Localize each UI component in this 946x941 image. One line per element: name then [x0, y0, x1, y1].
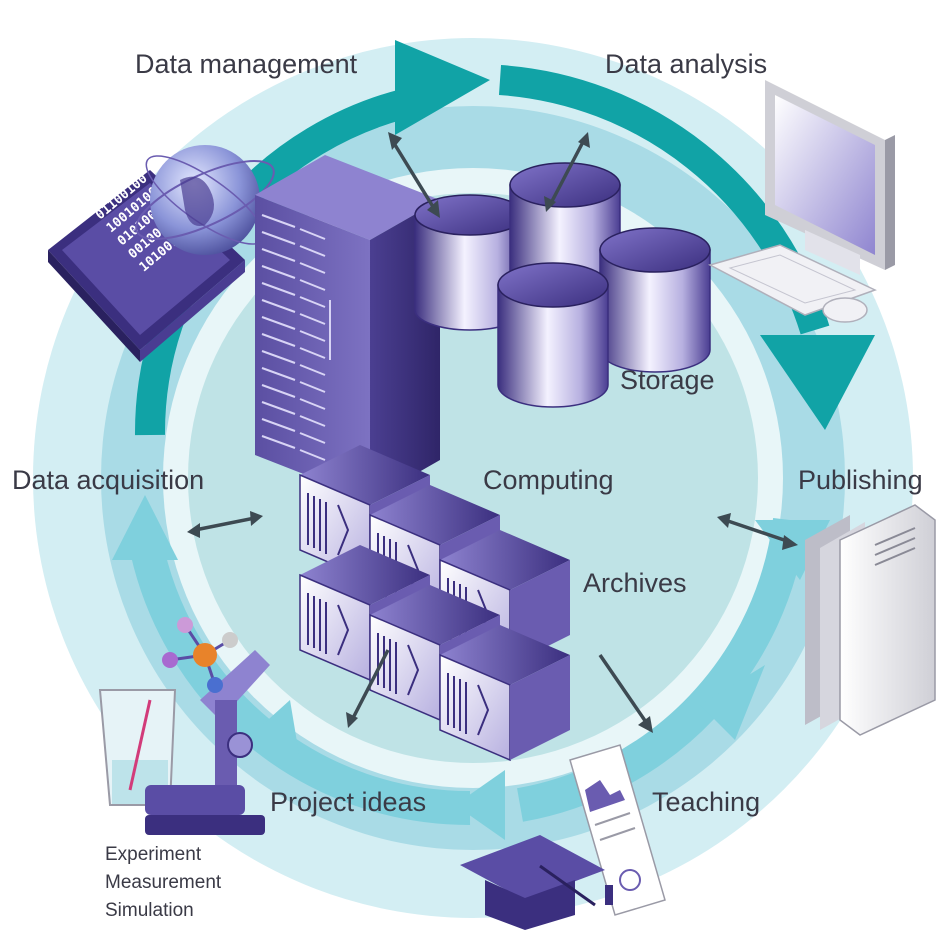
- arrowhead-lab: [240, 700, 300, 760]
- arrowhead-project-ideas: [455, 770, 505, 840]
- computer-monitor-icon: [765, 80, 895, 275]
- data-management-label: Data management: [135, 49, 358, 79]
- graduation-cap-icon: [460, 835, 605, 930]
- storage-cylinder: [497, 262, 609, 408]
- storage-label: Storage: [620, 365, 715, 395]
- keyboard-icon: [707, 244, 877, 316]
- archives-label: Archives: [583, 568, 687, 598]
- arrowhead-teaching: [700, 665, 765, 740]
- computing-label: Computing: [483, 465, 614, 495]
- project-ideas-label: Project ideas: [270, 787, 426, 817]
- books-icon: [805, 504, 936, 736]
- rack-slots: [261, 214, 326, 461]
- data-analysis-label: Data analysis: [605, 49, 767, 79]
- arrowhead-data-management: [395, 40, 490, 135]
- archive-box: [439, 625, 570, 762]
- measurement-label: Measurement: [105, 872, 222, 893]
- certificate-icon: [569, 744, 666, 916]
- connector-arrows: [187, 132, 798, 733]
- teaching-label: Teaching: [652, 787, 760, 817]
- data-acquisition-label: Data acquisition: [12, 465, 204, 495]
- globe-icon: [135, 145, 275, 255]
- server-rack-icon: [255, 155, 440, 500]
- microscope-icon: [145, 650, 270, 835]
- publishing-label: Publishing: [798, 465, 923, 495]
- storage-cylinders-icon: [414, 162, 711, 408]
- simulation-label: Simulation: [105, 900, 194, 921]
- experiment-label: Experiment: [105, 844, 202, 865]
- mouse-icon: [822, 297, 868, 323]
- archive-boxes-icon: [299, 445, 570, 762]
- arrowhead-data-analysis: [760, 335, 875, 430]
- storage-cylinder: [599, 227, 711, 373]
- molecule-icon: [162, 617, 238, 693]
- beaker-icon: [98, 689, 177, 806]
- arrowhead-acquisition: [112, 495, 178, 560]
